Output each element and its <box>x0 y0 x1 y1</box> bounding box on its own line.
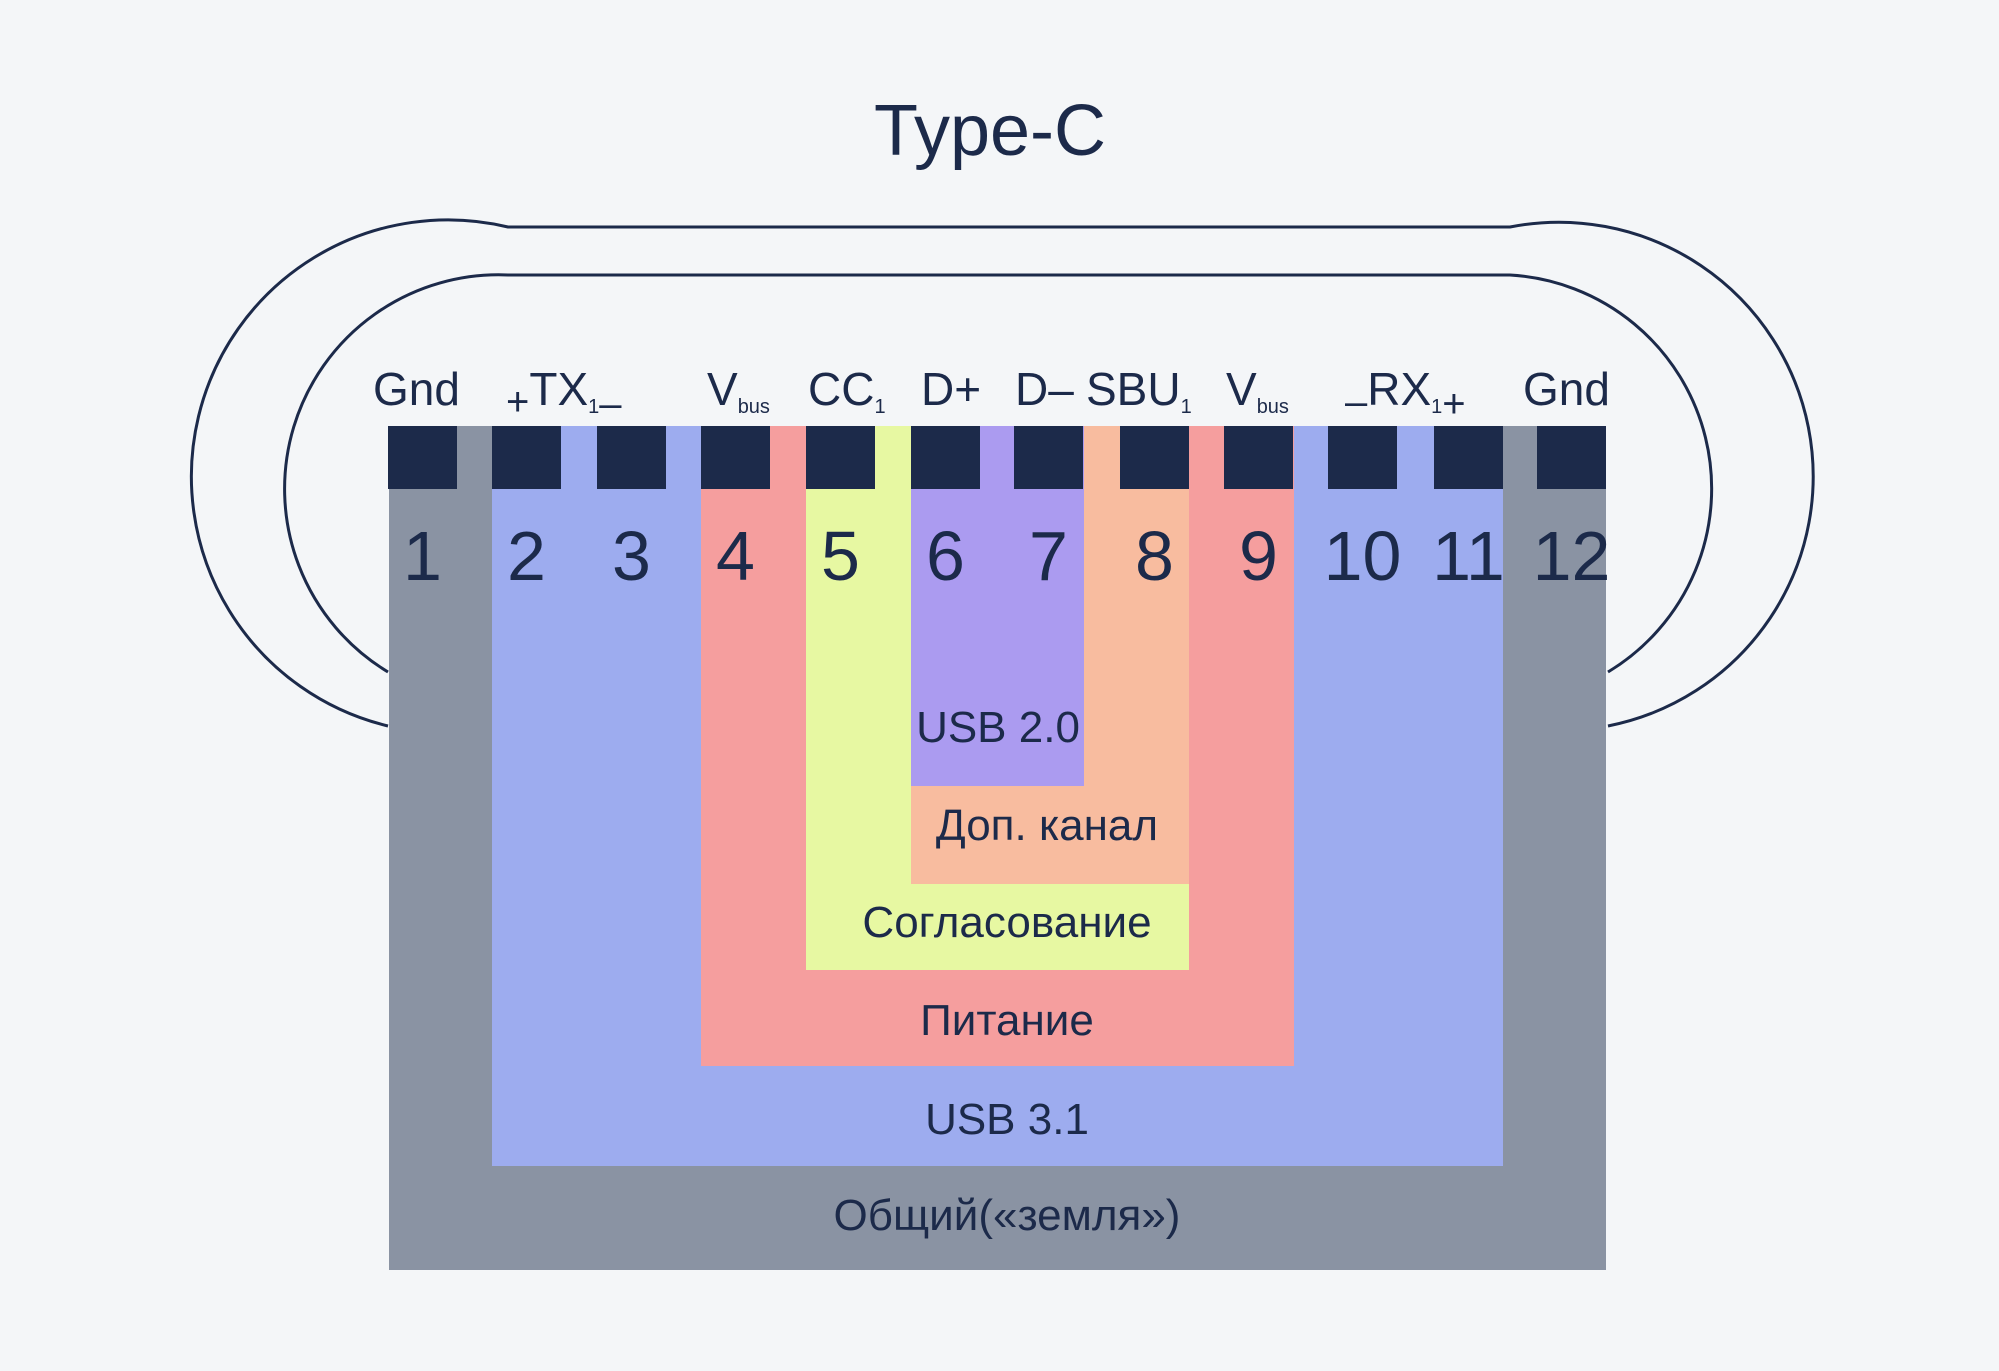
pin-contact <box>492 426 561 489</box>
connector-outer-outline <box>189 218 1815 728</box>
pin-number: 1 <box>403 517 442 595</box>
pin-contact <box>1224 426 1293 489</box>
pin-signal-label: D+ <box>921 363 981 415</box>
pin-number: 11 <box>1432 517 1505 595</box>
pin-contact <box>597 426 666 489</box>
pin-signal-name: CC <box>808 363 874 415</box>
group-label-usb31: USB 3.1 <box>925 1095 1089 1144</box>
pin-signal-name: SBU <box>1086 363 1181 415</box>
connector-inner-outline <box>283 273 1714 674</box>
pin-number: 12 <box>1533 517 1611 595</box>
group-label-negotiation: Согласование <box>862 898 1151 947</box>
pin-contact <box>1328 426 1397 489</box>
pin-signal-name: TX <box>529 363 588 415</box>
pin-signal-subscript: 1 <box>1181 396 1192 418</box>
pin-number: 2 <box>507 517 546 595</box>
pin-signal-subscript: 1 <box>1431 396 1442 418</box>
pin-signal-subscript: bus <box>1257 396 1289 418</box>
pin-contact <box>806 426 875 489</box>
pin-signal-name: D+ <box>921 363 981 415</box>
pin-contact <box>1014 426 1083 489</box>
pin-contact <box>388 426 457 489</box>
pin-signal-label: CC1 <box>808 363 886 418</box>
pin-signal-name: D– <box>1015 363 1074 415</box>
diagram-title: Type-C <box>874 91 1106 171</box>
group-label-power: Питание <box>920 996 1094 1045</box>
group-label-sideband: Доп. канал <box>936 801 1158 850</box>
pin-number: 3 <box>612 517 651 595</box>
pin-number: 8 <box>1135 517 1174 595</box>
pin-signal-label: Vbus <box>707 363 770 418</box>
pin-signal-label: +TX1– <box>506 363 622 426</box>
pin-signal-name: RX <box>1367 363 1431 415</box>
pin-polarity-prefix: – <box>1345 380 1368 424</box>
pin-signal-label: D– <box>1015 363 1074 415</box>
pin-polarity-prefix: + <box>506 380 529 424</box>
pin-number: 10 <box>1324 517 1402 595</box>
pin-contact <box>911 426 980 489</box>
pin-contact <box>1434 426 1503 489</box>
pin-signal-label: Gnd <box>373 363 460 415</box>
pin-signal-label: Vbus <box>1226 363 1289 418</box>
pin-signal-label: –RX1+ <box>1345 363 1466 426</box>
pin-contact <box>1537 426 1606 489</box>
pin-signal-label: Gnd <box>1523 363 1610 415</box>
pin-signal-name: Gnd <box>373 363 460 415</box>
pin-number: 9 <box>1239 517 1278 595</box>
pin-polarity-suffix: – <box>599 382 622 426</box>
pin-polarity-suffix: + <box>1442 382 1465 426</box>
pin-number: 5 <box>821 517 860 595</box>
pin-contact <box>701 426 770 489</box>
group-label-ground: Общий(«земля») <box>834 1191 1181 1240</box>
group-label-usb20: USB 2.0 <box>916 703 1080 752</box>
pin-number: 6 <box>926 517 965 595</box>
pin-signal-name: V <box>707 363 738 415</box>
pin-number: 4 <box>716 517 755 595</box>
pin-signal-subscript: 1 <box>874 396 885 418</box>
pin-signal-subscript: 1 <box>588 396 599 418</box>
pin-signal-label: SBU1 <box>1086 363 1192 418</box>
pin-signal-name: Gnd <box>1523 363 1610 415</box>
pin-contact <box>1120 426 1189 489</box>
connector-outline <box>189 218 1815 728</box>
pin-number: 7 <box>1029 517 1068 595</box>
pin-signal-subscript: bus <box>738 396 770 418</box>
pin-signal-name: V <box>1226 363 1257 415</box>
